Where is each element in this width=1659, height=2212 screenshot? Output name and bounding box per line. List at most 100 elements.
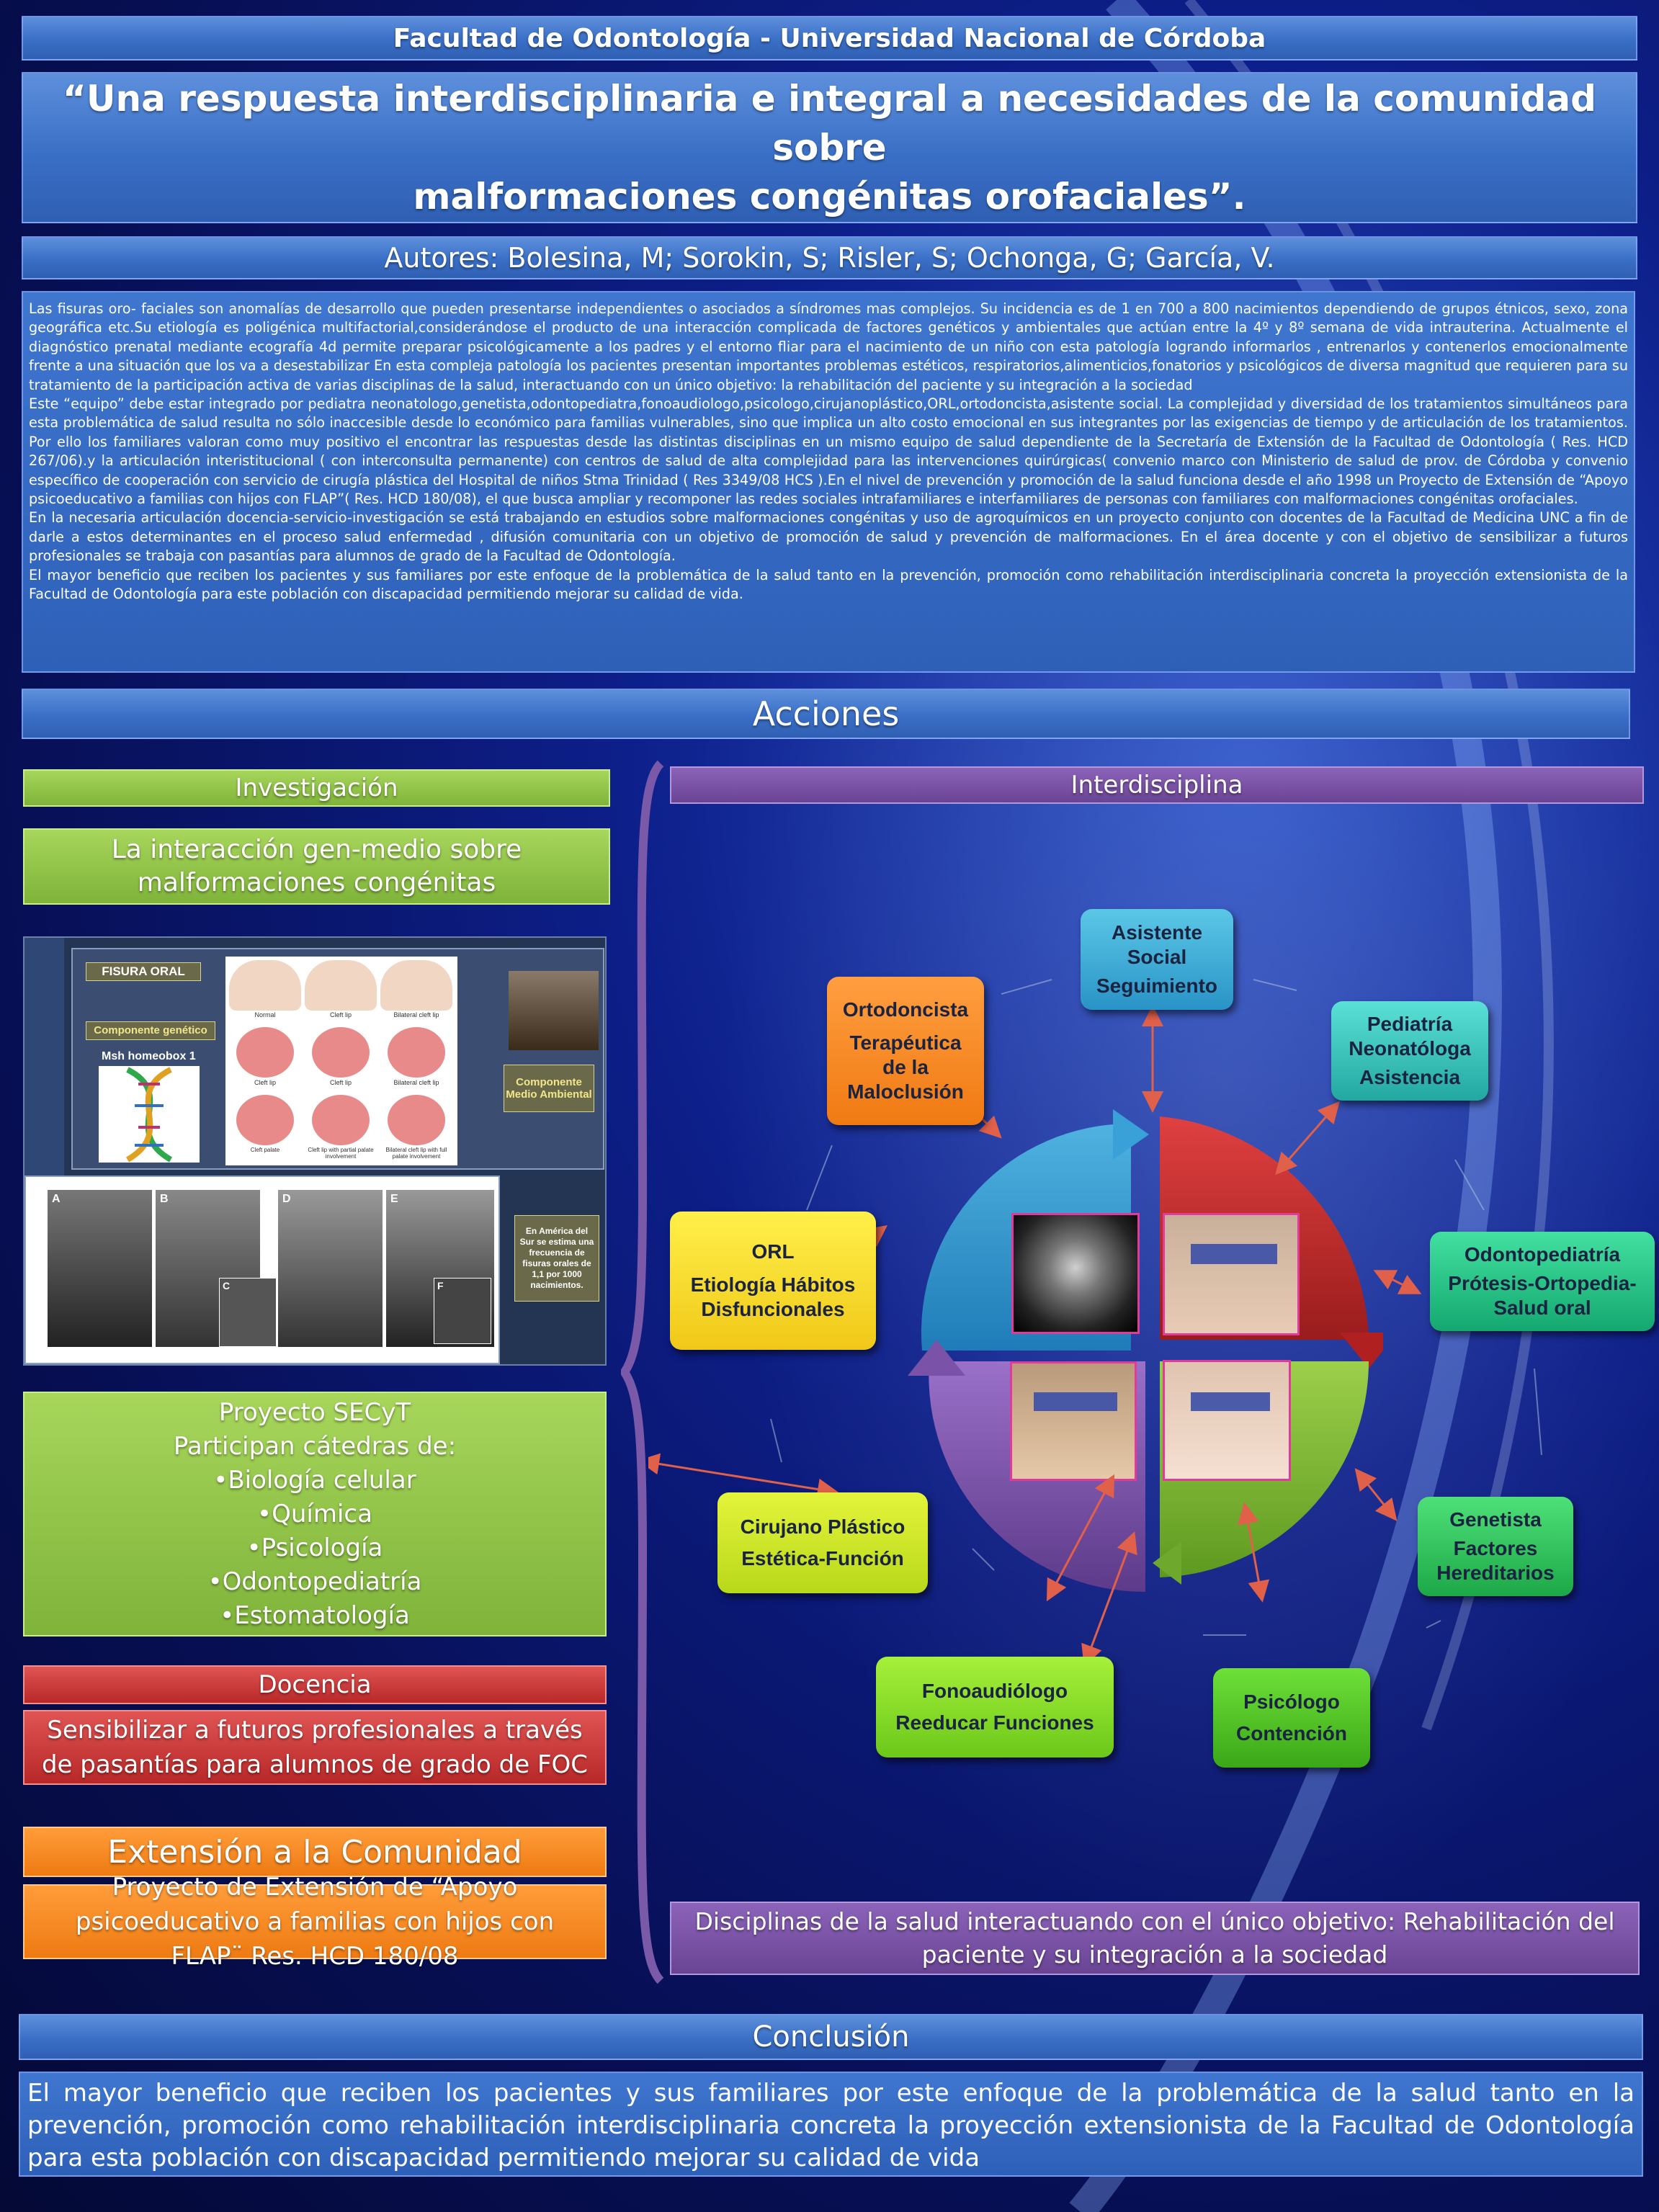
proyecto-item-4: •Odontopediatría (207, 1567, 422, 1596)
node-pediatria-title-2: Neonatóloga (1349, 1037, 1471, 1060)
authors: Autores: Bolesina, M; Sorokin, S; Risler… (384, 242, 1275, 274)
sem-panel-a: A (48, 1190, 152, 1347)
node-orl-sub-2: Disfuncionales (701, 1298, 845, 1320)
interdisciplina-title: Interdisciplina (1070, 771, 1243, 800)
node-ortodoncista-title: Ortodoncista (842, 998, 969, 1021)
intro-paragraph-3: En la necesaria articulación docencia-se… (29, 509, 1628, 565)
node-genetista: Genetista Factores Hereditarios (1418, 1497, 1573, 1596)
proyecto-item-2: •Química (257, 1499, 372, 1528)
privacy-bar-2 (1034, 1392, 1117, 1411)
investigacion-title: Investigación (235, 774, 398, 802)
sem-panel-d: D (278, 1190, 383, 1347)
node-odonto-sub-2: Salud oral (1493, 1297, 1591, 1319)
caption-8: Cleft lip with partial palate involvemen… (308, 1147, 374, 1160)
face-bilateral-image (380, 960, 452, 1011)
panel-letter-f: F (437, 1280, 444, 1291)
intro-paragraph-4: El mayor beneficio que reciben los pacie… (29, 566, 1628, 603)
conclusion-header: Conclusión (19, 2014, 1643, 2060)
interdisciplina-footer: Disciplinas de la salud interactuando co… (670, 1902, 1640, 1975)
institution-banner: Facultad de Odontología - Universidad Na… (22, 16, 1637, 61)
node-odontopediatria: Odontopediatría Prótesis-Ortopedia- Salu… (1430, 1232, 1655, 1331)
docencia-text: Sensibilizar a futuros profesionales a t… (41, 1716, 589, 1779)
node-pediatria-sub: Asistencia (1359, 1066, 1461, 1088)
node-psicologo-sub: Contención (1236, 1722, 1347, 1745)
caption-4: Cleft lip (254, 1079, 276, 1086)
caption-5: Cleft lip (329, 1079, 352, 1086)
node-asistente-sub: Seguimiento (1096, 975, 1217, 997)
panel-letter-e: E (390, 1193, 398, 1205)
mouth-6-image (388, 1095, 445, 1145)
title-banner: “Una respuesta interdisciplinaria e inte… (22, 72, 1637, 223)
factory-smoke-image (509, 971, 599, 1050)
node-pediatria-title-1: Pediatría (1367, 1013, 1453, 1035)
docencia-header: Docencia (23, 1665, 607, 1704)
sem-panel-c: C (219, 1278, 277, 1347)
interdisciplina-footer-text: Disciplinas de la salud interactuando co… (694, 1907, 1615, 1969)
baby-photo-1 (1163, 1213, 1300, 1335)
conclusion-box: El mayor beneficio que reciben los pacie… (19, 2072, 1643, 2177)
node-orl-title: ORL (751, 1240, 795, 1263)
mouth-3-image (388, 1027, 445, 1078)
baby-photo-2 (1010, 1361, 1137, 1481)
acciones-banner: Acciones (22, 689, 1630, 739)
caption-2: Cleft lip (329, 1011, 352, 1018)
docencia-box: Sensibilizar a futuros profesionales a t… (23, 1710, 607, 1785)
node-cirujano-sub: Estética-Función (741, 1547, 904, 1570)
intro-paragraph-2: Este “equipo” debe estar integrado por p… (29, 395, 1628, 508)
panel-letter-a: A (52, 1193, 61, 1205)
node-ortodoncista: Ortodoncista Terapéutica de la Maloclusi… (827, 977, 984, 1125)
investigacion-subtitle-box: La interacción gen-medio sobre malformac… (23, 828, 610, 905)
node-ortodoncista-sub-1: Terapéutica (849, 1031, 962, 1054)
node-pediatria: Pediatría Neonatóloga Asistencia (1331, 1001, 1488, 1101)
extension-box: Proyecto de Extensión de “Apoyo psicoedu… (23, 1873, 607, 1971)
mouth-2-image (312, 1027, 370, 1078)
dna-image (99, 1066, 200, 1163)
face-normal-image (229, 960, 301, 1011)
ultrasound-photo (1011, 1213, 1140, 1334)
america-stat-label: En América del Sur se estima una frecuen… (514, 1215, 599, 1302)
node-cirujano-title: Cirujano Plástico (740, 1515, 905, 1538)
caption-7: Cleft palate (250, 1147, 280, 1153)
dna-helix-icon (125, 1067, 173, 1163)
node-asistente-title-2: Social (1127, 946, 1187, 968)
node-ortodoncista-sub-3: Maloclusión (847, 1080, 964, 1103)
authors-banner: Autores: Bolesina, M; Sorokin, S; Risler… (22, 236, 1637, 279)
componente-medio-label: Componente Medio Ambiental (504, 1065, 594, 1112)
caption-3: Bilateral cleft lip (393, 1011, 439, 1018)
conclusion-text: El mayor beneficio que reciben los pacie… (27, 2079, 1635, 2172)
intro-text: Las fisuras oro- faciales son anomalías … (22, 291, 1635, 673)
node-genetista-title: Genetista (1449, 1508, 1542, 1531)
proyecto-participan: Participan cátedras de: (173, 1431, 457, 1461)
node-genetista-sub-1: Factores (1453, 1537, 1538, 1559)
privacy-bar-1 (1191, 1244, 1277, 1264)
title-line-1: “Una respuesta interdisciplinaria e inte… (63, 78, 1596, 169)
sem-panels: A B C D E F (24, 1176, 500, 1364)
title-line-2: malformaciones congénitas orofaciales”. (413, 176, 1246, 218)
componente-genetico-label: Componente genético (86, 1021, 215, 1040)
fisura-oral-label: FISURA ORAL (86, 962, 201, 981)
cleft-types-grid: Normal Cleft lip Bilateral cleft lip Cle… (225, 957, 457, 1165)
node-odonto-title: Odontopediatría (1464, 1243, 1621, 1266)
caption-9: Bilateral cleft lip with full palate inv… (385, 1147, 447, 1160)
panel-letter-c: C (223, 1280, 231, 1291)
brace-divider (621, 760, 664, 1984)
panel-letter-b: B (160, 1193, 169, 1205)
intro-paragraph-1: Las fisuras oro- faciales son anomalías … (29, 300, 1628, 393)
proyecto-item-1: •Biología celular (213, 1465, 416, 1495)
docencia-title: Docencia (258, 1670, 372, 1699)
node-orl-sub-1: Etiología Hábitos (690, 1273, 856, 1296)
extension-header: Extensión a la Comunidad (23, 1827, 607, 1877)
node-genetista-sub-2: Hereditarios (1436, 1562, 1555, 1584)
mouth-1-image (236, 1027, 294, 1078)
investigacion-header: Investigación (23, 769, 610, 807)
node-fono-sub: Reeducar Funciones (895, 1711, 1094, 1734)
extension-text: Proyecto de Extensión de “Apoyo psicoedu… (75, 1873, 555, 1971)
caption-1: Normal (254, 1011, 276, 1018)
investigacion-subtitle: La interacción gen-medio sobre malformac… (111, 835, 522, 897)
sem-panel-f: F (434, 1278, 491, 1344)
mouth-4-image (236, 1095, 294, 1145)
node-asistente-social: Asistente Social Seguimiento (1081, 909, 1233, 1010)
acciones-title: Acciones (752, 694, 900, 733)
proyecto-item-5: •Estomatología (220, 1600, 410, 1630)
node-orl: ORL Etiología Hábitos Disfuncionales (670, 1212, 876, 1350)
